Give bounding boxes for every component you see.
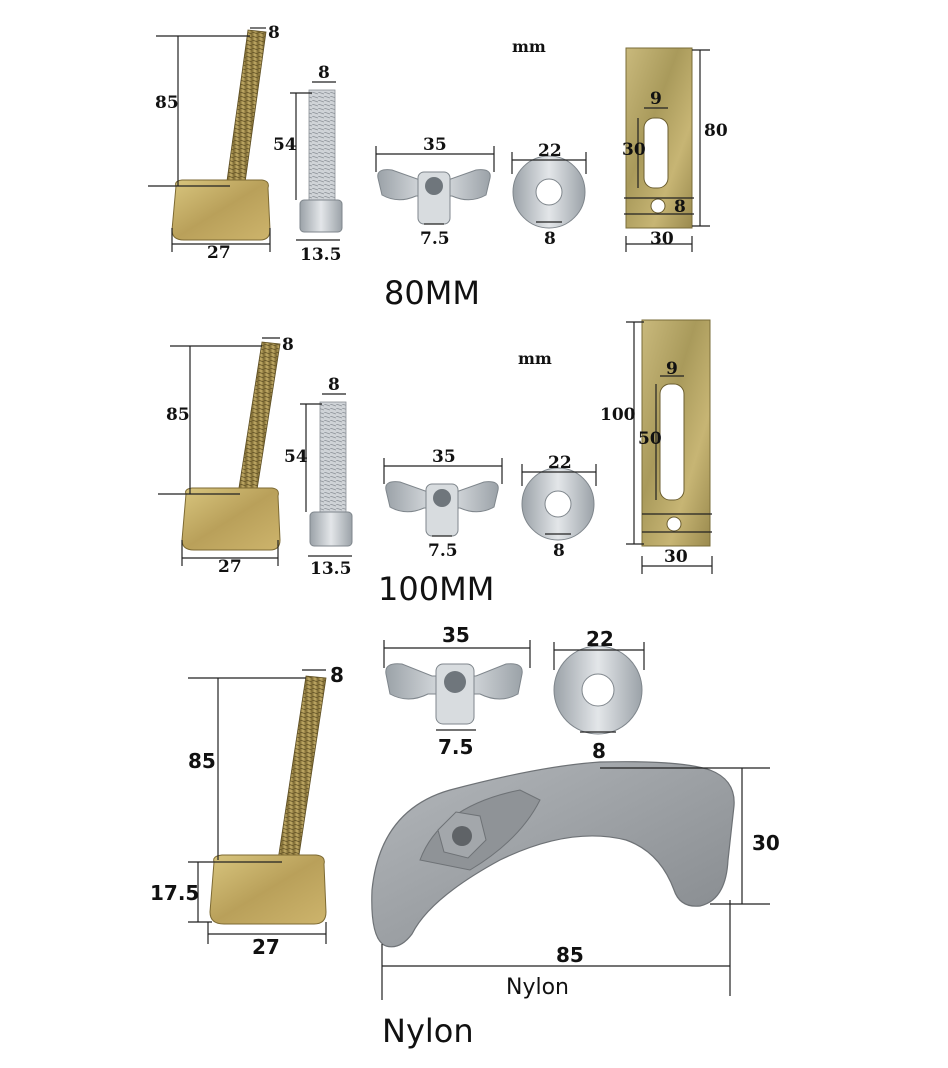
washer-outer-label: 22 <box>548 453 572 473</box>
hex-bolt-head-label: 13.5 <box>300 245 341 265</box>
t-bolt-head <box>171 179 271 241</box>
t-bolt-80: 85 8 27 <box>148 23 280 263</box>
t-bolt-length-label: 85 <box>188 749 216 773</box>
plate-slot-length-label: 30 <box>622 140 646 160</box>
t-bolt-length-label: 85 <box>166 405 190 425</box>
wing-nut-nylon: 35 7.5 <box>383 623 531 759</box>
plate-slot <box>659 383 685 501</box>
plate-height-label: 100 <box>600 405 636 425</box>
hex-bolt-thread <box>308 89 336 203</box>
wing-nut-width-label: 35 <box>442 623 470 647</box>
washer-nylon: 22 8 <box>553 627 645 763</box>
clamp-material-label: Nylon <box>506 975 569 1000</box>
washer-80: 22 8 <box>511 141 587 249</box>
t-bolt-head-label: 27 <box>218 557 242 577</box>
t-bolt-thread-label: 8 <box>282 335 294 355</box>
plate-width-label: 30 <box>664 547 688 567</box>
wing-nut-bore-label: 7.5 <box>420 229 450 249</box>
plate-height-label: 80 <box>704 121 728 141</box>
hex-bolt-thread-label: 8 <box>318 63 330 83</box>
hex-bolt-length-label: 54 <box>273 135 297 155</box>
clamp-body <box>371 761 735 948</box>
t-bolt-thread <box>237 341 281 497</box>
hex-bolt-head-label: 13.5 <box>310 559 351 579</box>
plate-width-label: 30 <box>650 229 674 249</box>
t-bolt-thread <box>225 29 267 191</box>
caption-80mm: 80MM <box>384 274 480 312</box>
plate-slot-width-label: 9 <box>650 89 662 109</box>
washer-inner-label: 8 <box>544 229 556 249</box>
plate-hole <box>666 516 682 532</box>
t-bolt-100: 85 8 27 <box>158 335 294 577</box>
washer-hole <box>581 673 615 707</box>
hex-bolt-length-label: 54 <box>284 447 308 467</box>
plate-hole <box>650 198 666 214</box>
wing-nut-bore <box>433 489 451 507</box>
unit-label: mm <box>518 349 552 368</box>
t-bolt-thread-label: 8 <box>268 23 280 43</box>
wing-nut-bore <box>425 177 443 195</box>
t-bolt-head-label: 27 <box>207 243 231 263</box>
wing-nut-width-label: 35 <box>423 135 447 155</box>
t-bolt-thread <box>277 675 327 863</box>
clamp-height-label: 30 <box>752 831 780 855</box>
section-100mm: 85 8 27 54 8 13.5 35 7.5 <box>158 319 713 608</box>
section-nylon: 85 8 27 17.5 35 7.5 22 8 <box>150 623 780 1050</box>
wing-nut-bore <box>444 671 466 693</box>
wing-nut-80: 35 7.5 <box>375 135 495 249</box>
washer-outer-label: 22 <box>586 627 614 651</box>
wing-nut-bore-label: 7.5 <box>438 735 473 759</box>
t-bolt-head-label: 27 <box>252 935 280 959</box>
hex-bolt-thread <box>319 401 347 515</box>
washer-100: 22 8 <box>521 453 597 561</box>
plate-slot-width-label: 9 <box>666 359 678 379</box>
hex-bolt-head <box>309 511 353 547</box>
t-bolt-head <box>181 487 281 551</box>
caption-nylon: Nylon <box>382 1012 474 1050</box>
hex-bolt-head <box>299 199 343 233</box>
wing-nut-width-label: 35 <box>432 447 456 467</box>
unit-label: mm <box>512 37 546 56</box>
t-bolt-nylon: 85 8 27 17.5 <box>150 663 344 959</box>
wing-nut-bore-label: 7.5 <box>428 541 458 561</box>
washer-outer-label: 22 <box>538 141 562 161</box>
clamp-plate-80: 80 9 30 8 30 <box>622 47 728 252</box>
section-80mm: 85 8 27 54 8 13.5 35 7.5 <box>148 23 728 312</box>
plate-slot <box>643 117 669 189</box>
t-bolt-head-height-label: 17.5 <box>150 881 199 905</box>
wing-nut-100: 35 7.5 <box>383 447 503 561</box>
washer-inner-label: 8 <box>592 739 606 763</box>
washer-inner-label: 8 <box>553 541 565 561</box>
caption-100mm: 100MM <box>378 570 494 608</box>
hex-bolt-80: 54 8 13.5 <box>273 63 343 265</box>
t-bolt-length-label: 85 <box>155 93 179 113</box>
t-bolt-head <box>209 854 327 925</box>
clamp-plate-100: 100 9 50 30 <box>600 319 713 574</box>
hex-bolt-100: 54 8 13.5 <box>284 375 353 579</box>
nylon-clamp: 30 85 Nylon <box>371 761 780 1000</box>
clamp-length-label: 85 <box>556 943 584 967</box>
hex-bolt-thread-label: 8 <box>328 375 340 395</box>
clamp-bore <box>452 826 472 846</box>
plate-hole-label: 8 <box>674 197 686 217</box>
t-bolt-thread-label: 8 <box>330 663 344 687</box>
washer-hole <box>544 490 572 518</box>
plate-slot-length-label: 50 <box>638 429 662 449</box>
washer-hole <box>535 178 563 206</box>
